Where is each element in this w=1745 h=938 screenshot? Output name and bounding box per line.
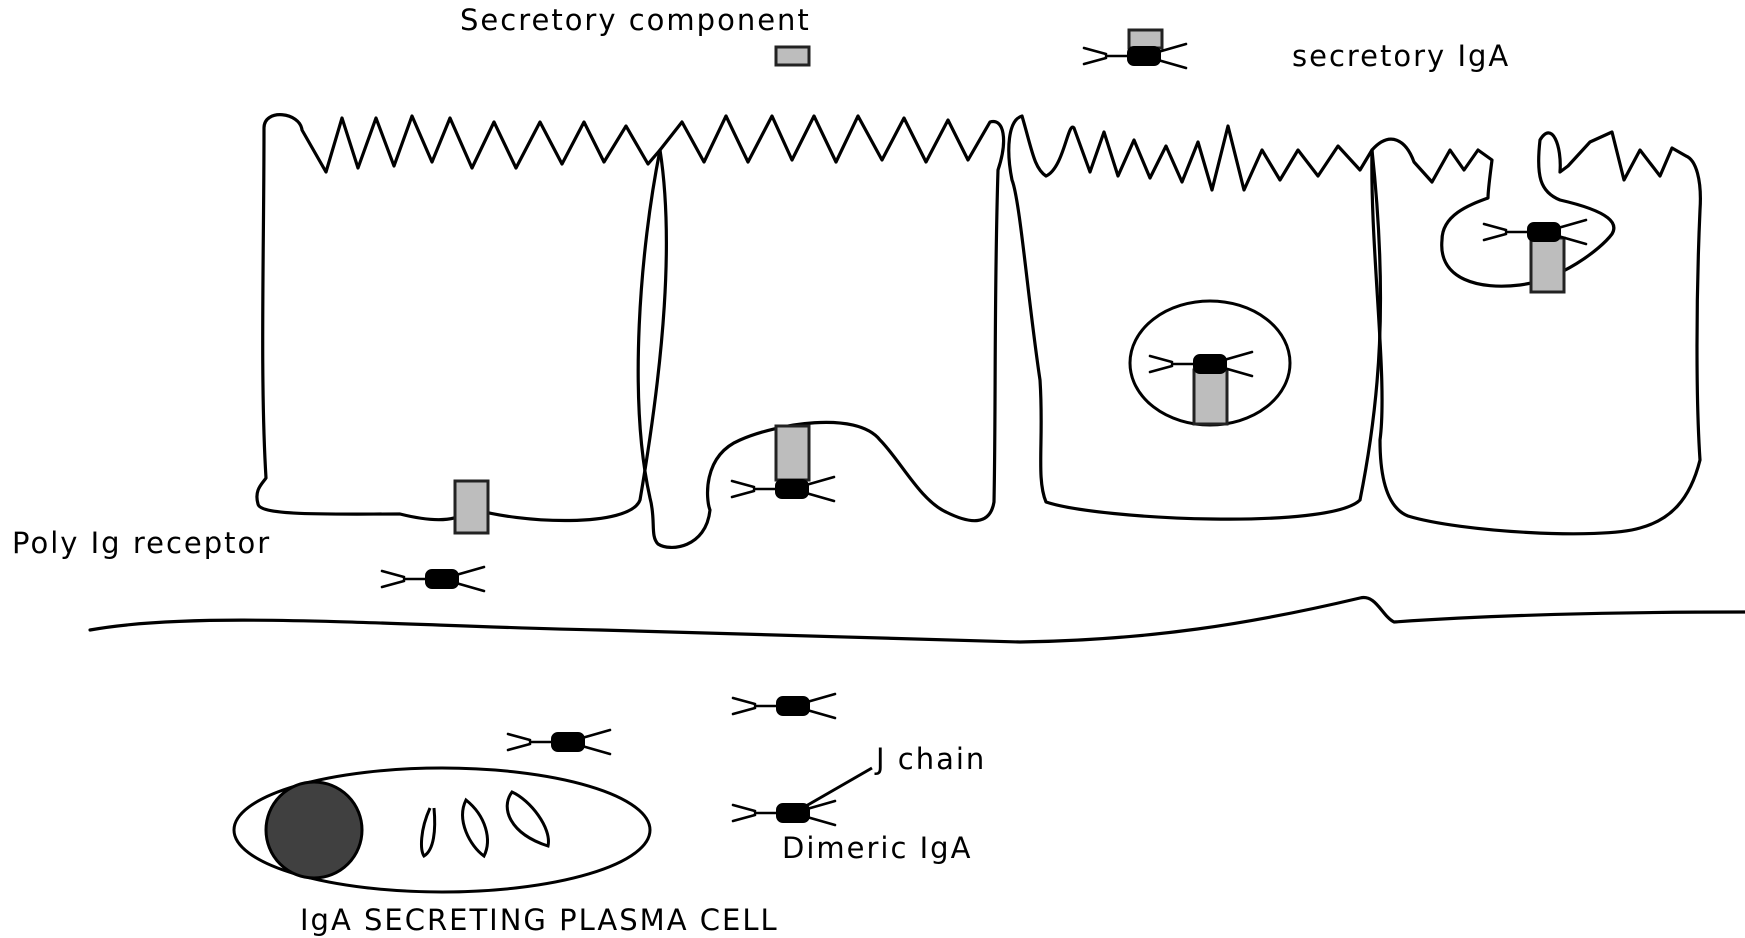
epithelial-cell-1 [257,115,666,521]
plasma-cell-nucleus [266,782,362,878]
epithelial-cell-4 [1372,132,1701,534]
epithelial-cell-3 [1009,116,1381,519]
dimeric-iga-lamina-3 [733,801,835,825]
epithelial-cell-2 [638,116,1003,547]
dimeric-iga-lamina-2 [508,730,610,754]
dimeric-iga-label: Dimeric IgA [782,831,972,865]
secretory-iga-label: secretory IgA [1292,39,1510,73]
endoplasmic-reticulum-3 [507,792,548,846]
secretory-component-label: Secretory component [460,3,811,37]
basement-membrane [90,598,1745,642]
transcytotic-vesicle [1130,301,1290,425]
exocytosis-complex [1484,220,1586,292]
endoplasmic-reticulum-1 [422,808,435,856]
free-secretory-component [776,47,809,65]
dimeric-iga-submucosa-1 [382,567,484,591]
j-chain-label: J chain [874,742,986,776]
plasma-cell-label: IgA SECRETING PLASMA CELL [300,903,779,937]
poly-ig-receptor-basal [455,481,488,533]
endoplasmic-reticulum-2 [463,800,488,856]
j-chain-pointer [806,768,872,806]
dimeric-iga-lamina-1 [733,694,835,718]
plasma-cell [234,768,650,892]
secretory-iga-molecule [1084,30,1186,68]
poly-ig-receptor-label: Poly Ig receptor [12,526,271,560]
